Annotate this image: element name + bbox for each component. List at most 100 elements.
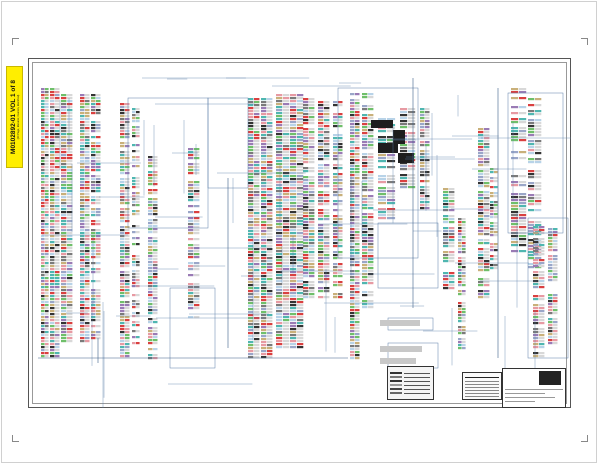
schematic-block <box>276 223 283 226</box>
schematic-block <box>41 250 45 253</box>
schematic-block <box>45 265 49 268</box>
schematic-block <box>478 221 484 224</box>
schematic-block <box>248 170 254 173</box>
schematic-block <box>276 259 283 262</box>
schematic-block <box>355 288 360 291</box>
schematic-block <box>355 198 360 201</box>
schematic-block <box>484 203 490 206</box>
schematic-block <box>355 240 360 243</box>
schematic-block <box>303 122 309 125</box>
schematic-block <box>535 194 542 197</box>
schematic-block <box>528 197 535 200</box>
schematic-block <box>85 322 90 325</box>
schematic-block <box>125 151 130 154</box>
schematic-block <box>458 338 462 341</box>
schematic-block <box>297 289 304 292</box>
schematic-block <box>309 179 315 182</box>
schematic-block <box>350 156 355 159</box>
schematic-block <box>41 229 45 232</box>
schematic-block <box>553 246 558 249</box>
schematic-block <box>535 152 542 155</box>
schematic-block <box>276 178 283 181</box>
schematic-block <box>484 182 490 185</box>
schematic-block <box>462 290 466 293</box>
schematic-block <box>283 313 290 316</box>
schematic-block <box>91 244 96 247</box>
schematic-block <box>50 346 55 349</box>
schematic-block <box>194 295 200 298</box>
schematic-block <box>318 185 324 188</box>
schematic-block <box>420 108 425 111</box>
schematic-block <box>290 121 297 124</box>
schematic-block <box>368 108 374 111</box>
schematic-block <box>136 210 140 213</box>
schematic-block <box>350 189 355 192</box>
schematic-block <box>378 160 387 163</box>
schematic-block <box>91 112 96 115</box>
schematic-block <box>425 207 430 210</box>
schematic-block <box>443 284 449 287</box>
schematic-block <box>511 106 519 109</box>
schematic-block <box>490 207 494 210</box>
schematic-block <box>490 243 494 246</box>
schematic-block <box>261 260 267 263</box>
schematic-block <box>125 112 130 115</box>
schematic-block <box>303 221 309 224</box>
schematic-block <box>96 112 101 115</box>
schematic-block <box>478 134 484 137</box>
schematic-block <box>153 297 158 300</box>
schematic-block <box>338 227 343 230</box>
schematic-block <box>548 267 553 270</box>
schematic-block <box>425 159 430 162</box>
schematic-block <box>120 187 125 190</box>
schematic-block <box>484 134 490 137</box>
schematic-block <box>91 145 96 148</box>
schematic-block <box>318 191 324 194</box>
schematic-block <box>362 180 368 183</box>
schematic-block <box>324 101 330 104</box>
schematic-block <box>261 137 267 140</box>
schematic-block <box>283 322 290 325</box>
schematic-block <box>350 246 355 249</box>
schematic-block <box>67 109 73 112</box>
schematic-block <box>276 103 283 106</box>
schematic-block <box>148 240 153 243</box>
schematic-block <box>425 165 430 168</box>
schematic-block <box>276 220 283 223</box>
schematic-block <box>148 327 153 330</box>
schematic-block <box>283 166 290 169</box>
schematic-block <box>41 262 45 265</box>
schematic-block <box>254 167 260 170</box>
schematic-block <box>338 266 343 269</box>
schematic-block <box>85 97 90 100</box>
schematic-block <box>80 115 85 118</box>
schematic-block <box>338 293 343 296</box>
schematic-block <box>67 274 73 277</box>
schematic-block <box>248 167 254 170</box>
schematic-block <box>362 144 368 147</box>
schematic-block <box>333 263 338 266</box>
schematic-block <box>283 133 290 136</box>
schematic-block <box>267 104 273 107</box>
schematic-block <box>324 113 330 116</box>
schematic-block <box>443 227 449 230</box>
schematic-block <box>462 251 466 254</box>
schematic-block <box>408 123 416 126</box>
schematic-block <box>408 165 416 168</box>
schematic-block <box>125 127 130 130</box>
schematic-block <box>297 187 304 190</box>
schematic-block <box>50 148 55 151</box>
schematic-block <box>290 328 297 331</box>
schematic-block <box>449 191 455 194</box>
schematic-block <box>136 114 140 117</box>
schematic-block <box>528 185 535 188</box>
schematic-block <box>248 245 254 248</box>
schematic-block <box>188 301 194 304</box>
schematic-block <box>50 175 55 178</box>
schematic-block <box>408 183 416 186</box>
schematic-block <box>85 283 90 286</box>
schematic-block <box>318 122 324 125</box>
schematic-block <box>355 306 360 309</box>
schematic-block <box>61 250 67 253</box>
schematic-block <box>55 181 60 184</box>
